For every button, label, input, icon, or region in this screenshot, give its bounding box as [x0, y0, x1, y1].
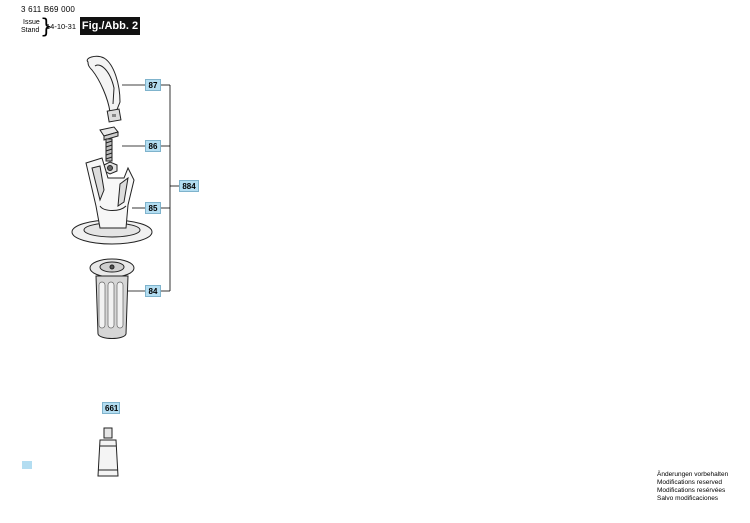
callout-86: 86 [145, 140, 161, 152]
grease-tube-part [97, 427, 119, 477]
grip-housing-part [71, 157, 153, 245]
strap-part [86, 55, 122, 123]
issue-label: Issue [23, 19, 40, 26]
disclaimer-es: Salvo modificaciones [657, 495, 719, 502]
issue-date: 14-10-31 [46, 22, 77, 31]
disclaimer: Änderungen vorbehalten Modifications res… [657, 471, 749, 503]
leader-lines [122, 84, 179, 292]
stand-label: Stand [21, 27, 40, 34]
figure-label: Fig./Abb. 2 [80, 17, 140, 35]
callout-84: 84 [145, 285, 161, 297]
callout-661: 661 [102, 402, 120, 414]
disclaimer-en: Modifications reserved [657, 479, 723, 486]
handle-part [89, 258, 135, 339]
disclaimer-fr: Modifications resérvées [657, 487, 726, 494]
callout-87: 87 [145, 79, 161, 91]
disclaimer-de: Änderungen vorbehalten [657, 471, 729, 478]
part-number: 3 611 B69 000 [21, 5, 76, 14]
legend-swatch [22, 461, 32, 469]
callout-884: 884 [179, 180, 199, 192]
brace: } [40, 14, 53, 38]
screw-part [99, 126, 119, 175]
callout-85: 85 [145, 202, 161, 214]
